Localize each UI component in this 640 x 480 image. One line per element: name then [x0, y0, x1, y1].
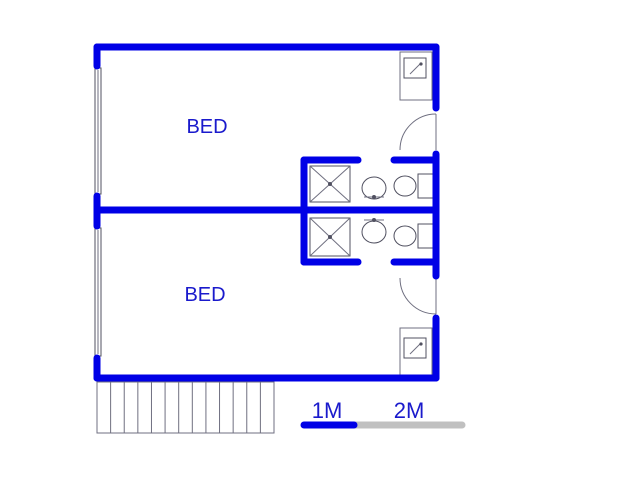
- lower-toilet: [393, 223, 439, 249]
- stairs: [96, 381, 275, 434]
- walls: [93, 43, 440, 382]
- scale-bar: 1M 2M: [300, 398, 466, 429]
- upper-vanity: [399, 51, 433, 101]
- lower-door: [399, 277, 437, 315]
- upper-toilet: [393, 173, 439, 199]
- scale-label-1m: 1M: [312, 398, 343, 423]
- lower-window: [94, 227, 102, 357]
- lower-vanity: [399, 327, 433, 377]
- upper-door: [399, 113, 437, 151]
- upper-basin: [361, 176, 387, 200]
- stairs-outline: [96, 381, 275, 434]
- upper-shower: [309, 165, 351, 203]
- lower-basin: [361, 218, 387, 244]
- scale-label-2m: 2M: [394, 398, 425, 423]
- lower-shower: [309, 217, 351, 257]
- room-label-lower-bed: BED: [184, 284, 225, 306]
- upper-window: [94, 67, 102, 195]
- room-label-upper-bed: BED: [186, 116, 227, 138]
